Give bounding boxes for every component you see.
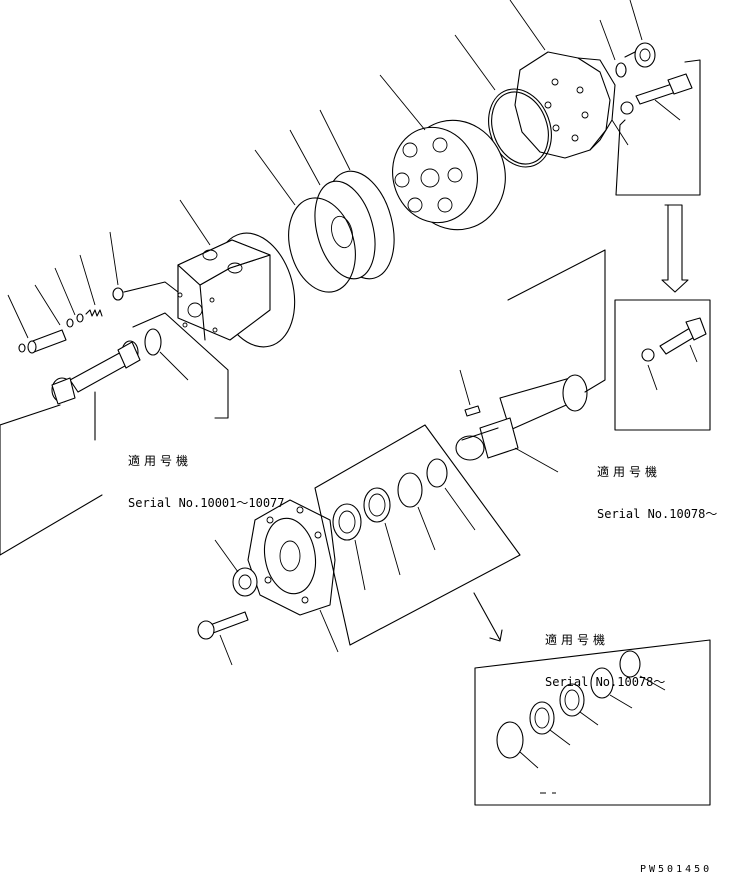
- leader-o-ring: [254, 149, 296, 206]
- bolt-frame-2: [614, 299, 711, 431]
- o-ring-small: [615, 62, 627, 78]
- end-cover-bolt: [620, 73, 693, 115]
- large-o-ring: [454, 34, 552, 168]
- seal-kit-frame-1: [314, 424, 521, 646]
- relief-valve-parts: [7, 231, 179, 354]
- arrow-down: [661, 204, 689, 293]
- note-applicable-serial-2: 適用号機 Serial No.10078～: [597, 437, 717, 535]
- note-applicable-serial-1: 適用号機 Serial No.10001～10077: [128, 426, 285, 524]
- leader-key: [459, 369, 471, 406]
- leaders-top: [509, 0, 681, 146]
- end-cover: [514, 51, 616, 159]
- spacer-plates: [289, 109, 395, 280]
- arrow-to-kit-2: [473, 592, 503, 642]
- plug: [624, 42, 656, 68]
- drawing-code: PW501450: [640, 864, 713, 875]
- note-3-title: 適用号機: [545, 633, 610, 647]
- note-2-title: 適用号機: [597, 465, 662, 479]
- motor-housing: [177, 199, 296, 348]
- seal-kit-frame-2: [474, 639, 711, 806]
- note-frame-1: [132, 312, 229, 419]
- bolt-frame-top: [615, 59, 701, 196]
- drive-shaft: [51, 340, 141, 405]
- gerotor-set: [379, 74, 506, 231]
- note-2-serial: Serial No.10078～: [597, 507, 718, 521]
- output-shaft: [455, 374, 588, 473]
- note-applicable-serial-3: 適用号機 Serial No.10078～: [545, 605, 665, 703]
- shaft-frame: [507, 249, 606, 393]
- key: [464, 405, 481, 417]
- note-1-title: 適用号機: [128, 454, 193, 468]
- note-1-serial: Serial No.10001～10077: [128, 496, 285, 510]
- shaft-leader: [0, 391, 103, 556]
- o-ring-mid: [288, 197, 356, 293]
- note-3-serial: Serial No.10078～: [545, 675, 666, 689]
- flange-bolt: [197, 611, 249, 666]
- dust-seal: [232, 567, 258, 597]
